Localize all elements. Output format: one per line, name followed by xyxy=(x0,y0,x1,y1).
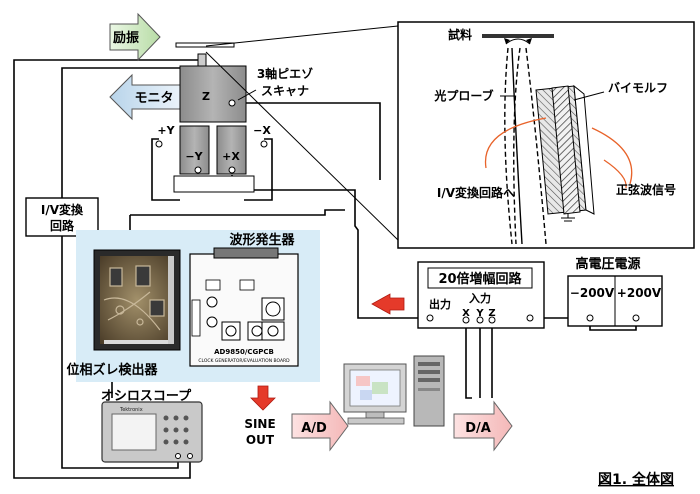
sample-plate xyxy=(175,42,235,48)
ground-symbol xyxy=(561,214,575,222)
phase-detector-photo xyxy=(93,249,181,351)
monitor-arrow: モニタ xyxy=(109,73,186,121)
da-arrow: D/A xyxy=(453,400,513,452)
da-label: D/A xyxy=(465,421,491,436)
hv-pos-label: +200V xyxy=(617,286,662,300)
z-terminal xyxy=(228,99,236,107)
minus-y-label: −Y xyxy=(185,150,203,163)
sine-out-label-2: OUT xyxy=(246,433,275,447)
ad-label: A/D xyxy=(301,421,327,436)
piezo-base xyxy=(173,175,255,193)
hv-neg-label: −200V xyxy=(570,286,615,300)
scope-screen xyxy=(111,413,157,451)
zoom-line-bottom xyxy=(205,51,399,241)
probe-inset: 試料 光プローブ バイモルフ I/V変換回路へ 正弦波信号 xyxy=(397,21,695,249)
iv-label-1: I/V変換 xyxy=(41,202,84,217)
scanner-label-2: スキャナ xyxy=(261,84,309,98)
board-connector xyxy=(213,247,279,259)
minus-y-actuator xyxy=(179,125,210,175)
hv-supply: 高電圧電源 −200V +200V xyxy=(567,256,663,327)
sine-wire-orange xyxy=(591,127,633,185)
sine-signal-label: 正弦波信号 xyxy=(616,182,676,197)
amp-input-label: 入力 xyxy=(469,291,491,305)
wire-amp-x xyxy=(465,322,472,399)
sine-out-arrow: SINE OUT xyxy=(244,385,276,447)
keyboard xyxy=(347,417,405,425)
sine-out-connector xyxy=(265,301,281,317)
vibration-arc xyxy=(505,38,531,45)
to-iv-label: I/V変換回路へ xyxy=(437,185,515,200)
wave-generator-label: 波形発生器 xyxy=(229,232,295,248)
inset-sample-plate xyxy=(482,34,554,38)
plus-x-actuator xyxy=(216,125,247,175)
piezo-scanner: Z −Y +X +Y −X 3軸ピエゾ スキャナ xyxy=(155,42,313,193)
amp-output-label: 出力 xyxy=(429,297,451,311)
figure-caption: 図1. 全体図 xyxy=(598,471,674,488)
plus-y-label: +Y xyxy=(157,124,175,137)
probe-outline-left xyxy=(504,47,513,245)
amp-x-label: X xyxy=(462,308,470,319)
scope-brand: Tektronix xyxy=(119,407,143,413)
z-actuator xyxy=(179,65,247,123)
wire-wavegen-top xyxy=(130,209,345,216)
plus-x-label: +X xyxy=(222,150,240,163)
board-name: AD9850/CGPCB xyxy=(214,348,274,356)
excitation-label: 励振 xyxy=(113,30,139,46)
computer xyxy=(343,355,445,427)
sine-out-label-1: SINE xyxy=(244,417,275,431)
bimorph-label: バイモルフ xyxy=(608,81,668,95)
minus-x-label: −X xyxy=(253,124,271,137)
board-subtitle: CLOCK GENERATOR/EVALUATION BOARD xyxy=(198,358,290,364)
wave-generator-board: AD9850/CGPCB CLOCK GENERATOR/EVALUATION … xyxy=(189,247,299,367)
wire-outer-loop xyxy=(13,59,200,479)
wire-plus-y xyxy=(151,138,180,201)
oscilloscope: オシロスコープ Tektronix xyxy=(101,389,203,463)
hv-title: 高電圧電源 xyxy=(575,256,640,272)
amp-title: 20倍増幅回路 xyxy=(438,271,522,287)
sample-label: 試料 xyxy=(448,27,472,42)
zoom-line-top xyxy=(205,25,399,47)
iv-converter: I/V変換 回路 xyxy=(25,197,99,237)
wire-inner-loop xyxy=(61,67,200,469)
scanner-label-1: 3軸ピエゾ xyxy=(257,66,313,81)
wire-minus-x xyxy=(244,138,273,201)
amp-z-label: Z xyxy=(488,308,495,319)
iv-wire-orange xyxy=(484,117,547,169)
wire-z-electrode xyxy=(235,102,381,180)
excitation-arrow: 励振 xyxy=(109,12,161,62)
amplifier: 20倍増幅回路 出力 入力 X Y Z xyxy=(417,261,545,329)
monitor-label: モニタ xyxy=(134,91,173,106)
oscilloscope-label: オシロスコープ xyxy=(101,389,192,404)
phase-detector-label: 位相ズレ検出器 xyxy=(66,362,158,378)
amp-output-arrow xyxy=(371,293,405,315)
bimorph-inner xyxy=(551,85,581,215)
z-label: Z xyxy=(202,90,210,103)
optical-probe-label: 光プローブ xyxy=(433,88,493,103)
iv-label-2: 回路 xyxy=(50,218,75,233)
amp-y-label: Y xyxy=(475,308,484,319)
ad-arrow: A/D xyxy=(291,400,349,452)
